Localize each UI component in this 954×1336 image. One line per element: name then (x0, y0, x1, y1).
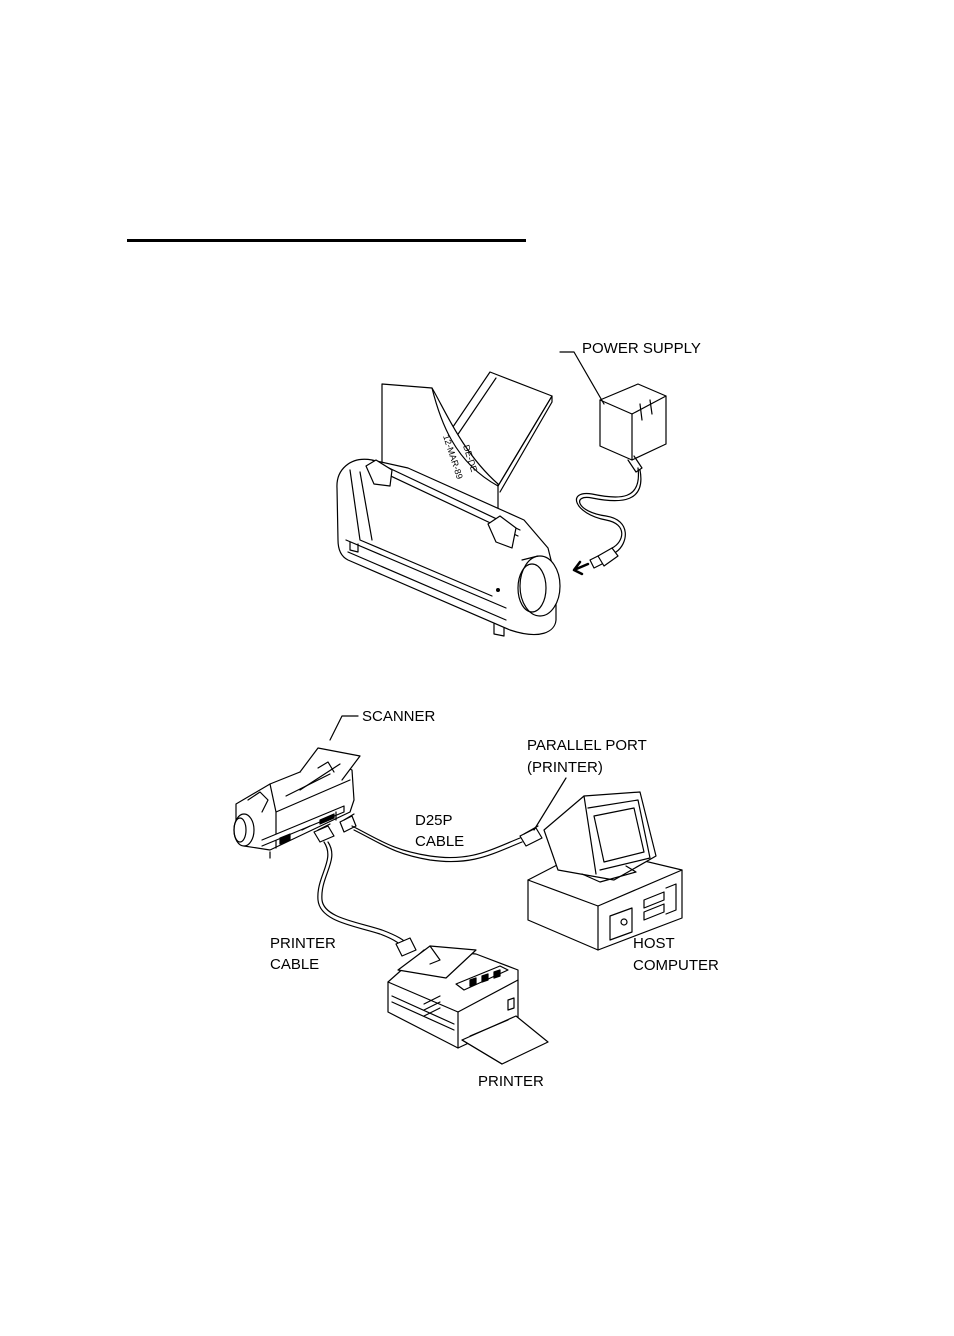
host-computer-label-line2: COMPUTER (633, 957, 719, 975)
parallel-port-label-line2: (PRINTER) (527, 759, 603, 777)
printer-cable-label-line1: PRINTER (270, 935, 336, 953)
scanner-leader (330, 716, 358, 740)
parallel-port-label-line1: PARALLEL PORT (527, 737, 647, 755)
printer-device (388, 946, 548, 1064)
host-computer (528, 792, 682, 950)
printer-label: PRINTER (478, 1073, 544, 1091)
scanner-device (234, 748, 360, 858)
d25p-label-line1: D25P (415, 812, 453, 830)
scanner-label: SCANNER (362, 708, 435, 726)
d25p-connector (520, 826, 542, 846)
printer-cable-label-line2: CABLE (270, 956, 319, 974)
d25p-label-line2: CABLE (415, 833, 464, 851)
host-computer-label-line1: HOST (633, 935, 675, 953)
printer-cable-connector (396, 938, 416, 956)
